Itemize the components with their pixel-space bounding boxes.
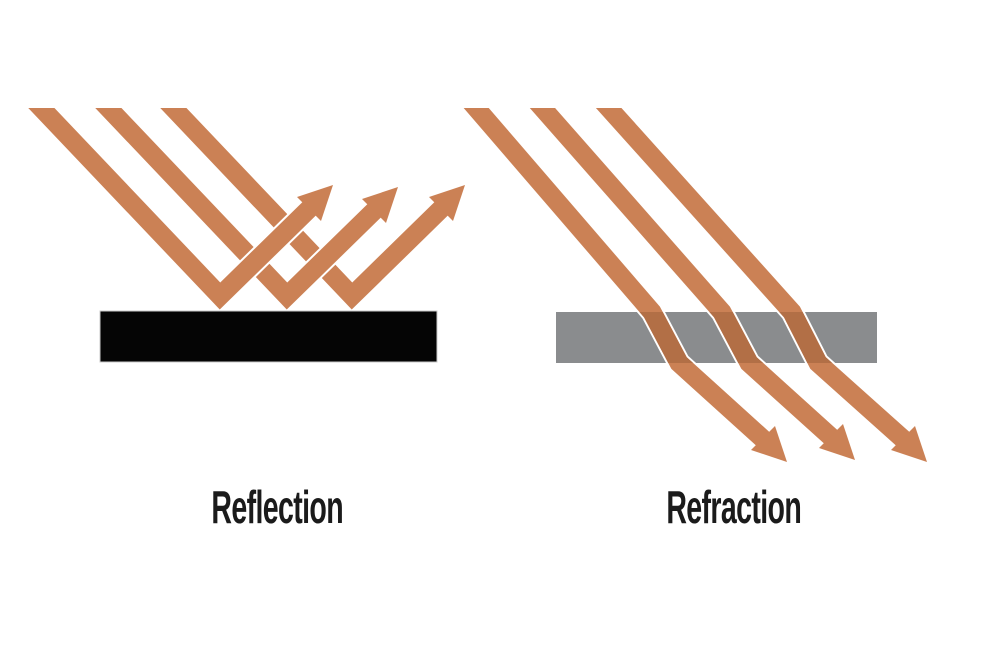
reflection-label-text: Reflection	[211, 481, 343, 533]
refraction-ray	[461, 108, 791, 466]
light-ray	[95, 108, 383, 310]
light-ray-in-medium	[639, 312, 694, 363]
light-ray	[28, 108, 318, 310]
light-ray	[160, 108, 450, 310]
reflection-diagram	[25, 108, 469, 363]
arrowhead-icon	[429, 185, 465, 221]
refraction-rays-in-medium	[639, 312, 833, 363]
light-ray	[529, 108, 838, 445]
arrowhead-icon	[751, 426, 787, 462]
refraction-rays	[461, 108, 931, 466]
reflection-surface	[99, 310, 438, 363]
arrowhead-icon	[891, 426, 927, 462]
light-ray-in-medium	[709, 312, 764, 363]
light-ray	[463, 108, 770, 447]
arrowhead-icon	[819, 424, 855, 460]
refraction-ray	[527, 108, 859, 464]
reflection-ray	[157, 108, 469, 313]
refraction-diagram	[461, 108, 931, 466]
light-ray-in-medium	[779, 312, 833, 363]
arrowhead-icon	[297, 185, 333, 221]
refraction-label-text: Refraction	[666, 481, 802, 533]
refraction-label: Refraction	[584, 481, 884, 533]
reflection-ray	[92, 108, 402, 313]
light-ray	[595, 108, 910, 447]
reflection-label: Reflection	[127, 481, 427, 533]
reflection-rays	[25, 108, 469, 313]
arrowhead-icon	[362, 187, 398, 223]
reflection-ray	[25, 108, 337, 313]
refraction-ray	[593, 108, 931, 466]
